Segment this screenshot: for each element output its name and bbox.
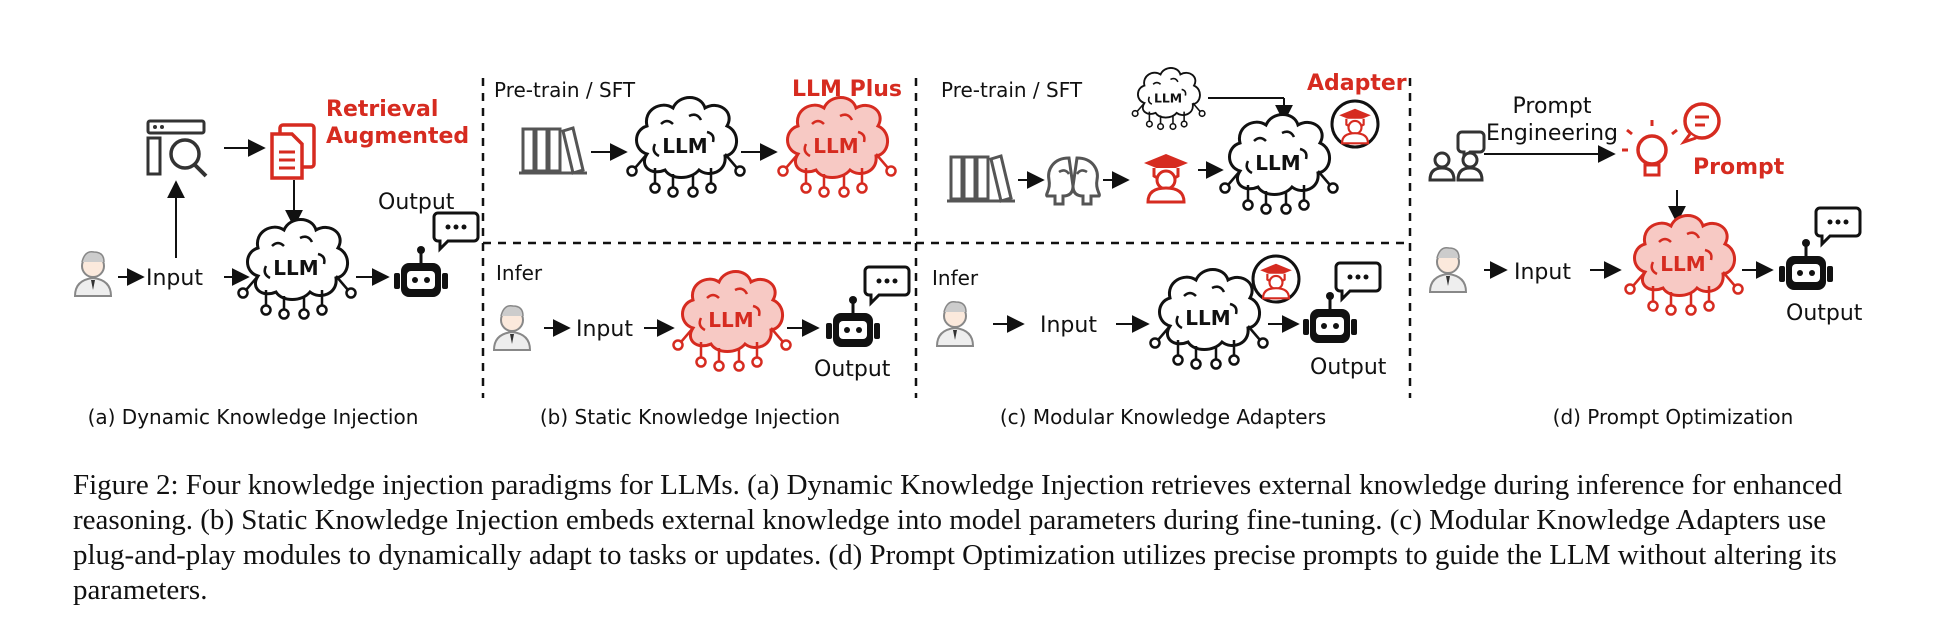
robot-icon	[392, 244, 450, 299]
infer-label: Infer	[496, 261, 543, 285]
caption-c: (c) Modular Knowledge Adapters	[1000, 405, 1326, 429]
head-brain-icon	[1045, 156, 1101, 206]
prompt-engineering-label-line2: Engineering	[1486, 121, 1618, 146]
llm-label-adapter: LLM	[1255, 151, 1300, 175]
pretrain-label: Pre-train / SFT	[494, 78, 636, 102]
llm-label-infer: LLM	[1185, 306, 1230, 330]
prompt-bubble-icon	[1679, 102, 1721, 145]
user-icon	[74, 250, 112, 297]
output-label: Output	[814, 357, 891, 382]
books-icon	[517, 126, 589, 175]
caption-d: (d) Prompt Optimization	[1553, 405, 1794, 429]
chat-bubble-icon	[1334, 261, 1382, 301]
input-label: Input	[1040, 313, 1097, 338]
user-icon	[493, 304, 531, 351]
graduate-icon	[1142, 152, 1190, 204]
robot-icon	[1301, 290, 1359, 345]
adapter-label: Adapter	[1307, 71, 1407, 96]
robot-icon	[1777, 237, 1835, 292]
adapter-badge	[1330, 99, 1380, 149]
panel-b: Pre-train / SFT LLM Plus LLM LLM Infer I…	[493, 77, 911, 382]
llm-label-infer: LLM	[708, 308, 753, 332]
retrieval-label-line2: Augmented	[326, 124, 469, 149]
output-label: Output	[1786, 301, 1863, 326]
chat-bubble-icon	[432, 211, 480, 251]
output-label: Output	[1310, 355, 1387, 380]
llm-label: LLM	[662, 134, 707, 158]
llm-label: LLM	[273, 256, 318, 280]
caption-a: (a) Dynamic Knowledge Injection	[88, 405, 419, 429]
panel-c: Pre-train / SFT Adapter LLM LLM Infer In…	[932, 67, 1407, 380]
retrieval-label-line1: Retrieval	[326, 97, 438, 122]
documents-icon	[270, 123, 316, 180]
caption-b: (b) Static Knowledge Injection	[540, 405, 840, 429]
users-chat-icon	[1428, 130, 1486, 182]
chat-bubble-icon	[1814, 206, 1862, 246]
llm-plus-label-inner: LLM	[813, 134, 858, 158]
user-icon	[1429, 246, 1467, 293]
input-label: Input	[146, 266, 203, 291]
panel-a: Retrieval Augmented Input LLM Output	[74, 97, 480, 320]
user-icon	[936, 300, 974, 347]
input-label: Input	[1514, 260, 1571, 285]
llm-label: LLM	[1660, 252, 1705, 276]
books-icon	[945, 154, 1017, 203]
lightbulb-icon	[1622, 120, 1678, 177]
prompt-label: Prompt	[1693, 155, 1785, 180]
pretrain-label: Pre-train / SFT	[941, 78, 1083, 102]
infer-label: Infer	[932, 266, 979, 290]
figure-caption: Figure 2: Four knowledge injection parad…	[73, 469, 1843, 606]
svg-text:LLM: LLM	[1154, 90, 1182, 105]
input-label: Input	[576, 317, 633, 342]
output-label: Output	[378, 190, 455, 215]
prompt-engineering-label-line1: Prompt	[1513, 94, 1592, 119]
chat-bubble-icon	[863, 265, 911, 305]
adapter-badge-infer	[1251, 254, 1301, 304]
small-llm-brain-icon: LLM	[1131, 67, 1206, 131]
search-window-icon	[146, 119, 208, 178]
panel-d: Prompt Engineering Prompt Input LLM Outp…	[1428, 94, 1863, 326]
